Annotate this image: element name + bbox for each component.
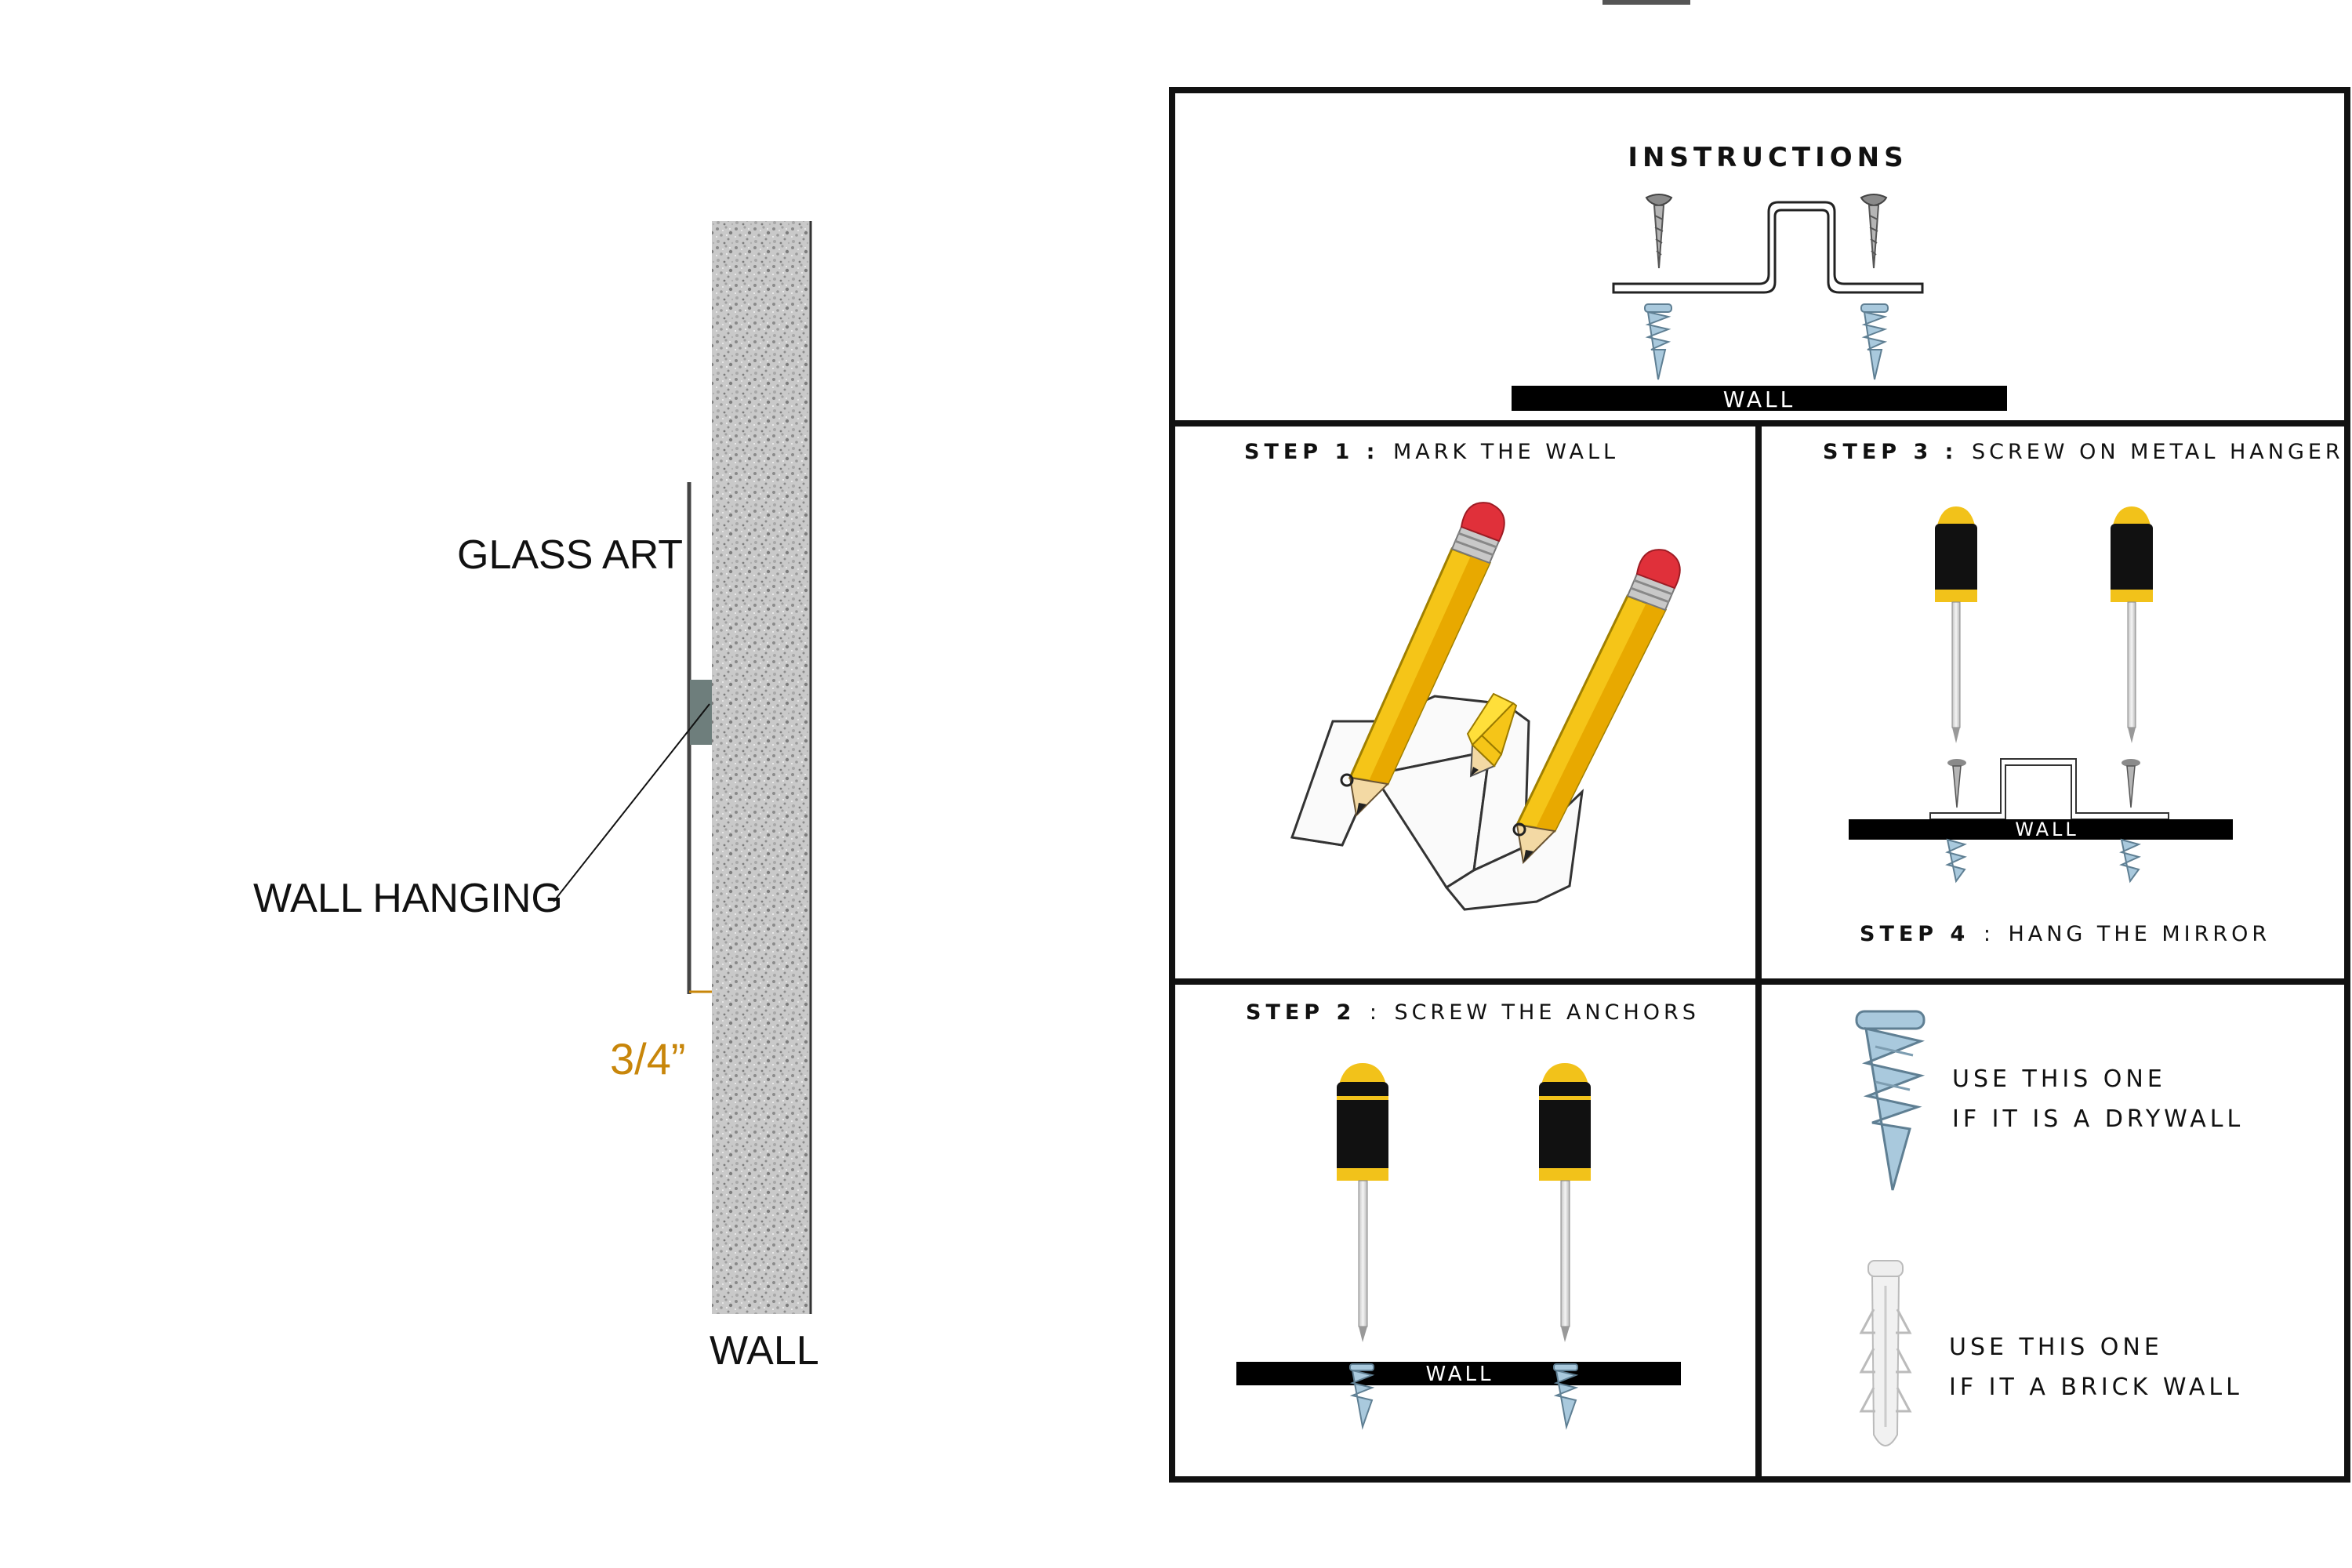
screw-icon bbox=[1860, 194, 1888, 269]
step-3-cell: STEP 3 : SCREW ON METAL HANGER bbox=[1823, 440, 2344, 946]
side-view: GLASS ART WALL HANGING 3/4” WALL bbox=[253, 221, 819, 1374]
step-1-cell: STEP 1 : MARK THE WALL bbox=[1244, 440, 1681, 911]
wall-cross-section bbox=[712, 221, 811, 1314]
metal-hanger-icon bbox=[1612, 201, 1924, 294]
step-1-number: STEP 1 : bbox=[1244, 440, 1379, 464]
step-1-heading: STEP 1 : MARK THE WALL bbox=[1244, 440, 1619, 464]
instructions-panel: INSTRUCTIONS bbox=[1169, 87, 2350, 1483]
brick-line-2: IF IT A BRICK WALL bbox=[1949, 1374, 2243, 1401]
wall-hanging-bracket bbox=[690, 680, 712, 745]
gap-dimension-label: 3/4” bbox=[610, 1034, 686, 1083]
step-2-number: STEP 2 bbox=[1246, 1000, 1356, 1025]
wall-bar-label: WALL bbox=[1723, 387, 1796, 412]
glass-art-label: GLASS ART bbox=[457, 532, 683, 578]
top-edge-tab bbox=[1602, 0, 1690, 5]
wall-bar-label: WALL bbox=[2015, 818, 2079, 840]
wall-hanging-leader bbox=[553, 703, 710, 902]
wall-hanging-label: WALL HANGING bbox=[253, 876, 563, 921]
drywall-anchor-icon bbox=[1855, 1010, 1926, 1191]
mark-dot bbox=[1340, 773, 1354, 787]
screwdriver-icon bbox=[1539, 1063, 1591, 1342]
screwdriver-icon bbox=[2111, 506, 2153, 743]
drywall-anchor-icon bbox=[1553, 1363, 1579, 1430]
pencil-icon-body-left bbox=[1340, 502, 1505, 818]
drywall-anchor-icon bbox=[2119, 838, 2141, 884]
wall-bar bbox=[1236, 1362, 1681, 1385]
drywall-line-2: IF IT IS A DRYWALL bbox=[1952, 1105, 2244, 1133]
drywall-anchor-icon bbox=[1860, 303, 1889, 380]
drywall-anchor-icon bbox=[1644, 303, 1672, 380]
screwdriver-icon bbox=[1337, 1063, 1388, 1342]
step-2-separator: : bbox=[1370, 1000, 1381, 1025]
step-4-text: HANG THE MIRROR bbox=[2008, 922, 2270, 946]
step-2-heading: STEP 2 : SCREW THE ANCHORS bbox=[1246, 1000, 1700, 1025]
wall-label: WALL bbox=[710, 1328, 819, 1374]
plastic-wall-plug-icon bbox=[1859, 1260, 1912, 1446]
step-3-text: SCREW ON METAL HANGER bbox=[1972, 440, 2344, 464]
drywall-anchor-icon bbox=[1945, 838, 1967, 884]
screw-icon bbox=[1645, 194, 1673, 269]
anchor-types-cell: USE THIS ONE IF IT IS A DRYWALL USE THIS… bbox=[1855, 1010, 2244, 1446]
step-2-text: SCREW THE ANCHORS bbox=[1394, 1000, 1700, 1025]
pencil-icon bbox=[1466, 692, 1518, 778]
screw-icon bbox=[1947, 759, 1966, 808]
brick-line-1: USE THIS ONE bbox=[1949, 1334, 2163, 1361]
step-1-text: MARK THE WALL bbox=[1393, 440, 1619, 464]
wall-bar-label: WALL bbox=[1425, 1363, 1494, 1386]
wall-bar bbox=[1849, 819, 2233, 840]
instructions-title: INSTRUCTIONS bbox=[1628, 142, 1907, 173]
step-4-number: STEP 4 bbox=[1860, 922, 1969, 946]
screwdriver-icon bbox=[1935, 506, 1977, 743]
pencil-icon-body-right bbox=[1512, 549, 1681, 865]
instructions-header: INSTRUCTIONS bbox=[1512, 142, 2007, 412]
step-2-cell: STEP 2 : SCREW THE ANCHORS W bbox=[1236, 1000, 1700, 1430]
wall-bar bbox=[1512, 386, 2007, 411]
step-3-number: STEP 3 : bbox=[1823, 440, 1958, 464]
mark-dot bbox=[1512, 822, 1526, 837]
step-4-heading: STEP 4 : HANG THE MIRROR bbox=[1860, 922, 2270, 946]
step-3-heading: STEP 3 : SCREW ON METAL HANGER bbox=[1823, 440, 2344, 464]
step-4-separator: : bbox=[1984, 922, 1994, 946]
screw-icon bbox=[2122, 759, 2140, 808]
drywall-anchor-icon bbox=[1349, 1363, 1375, 1430]
drywall-line-1: USE THIS ONE bbox=[1952, 1065, 2166, 1093]
